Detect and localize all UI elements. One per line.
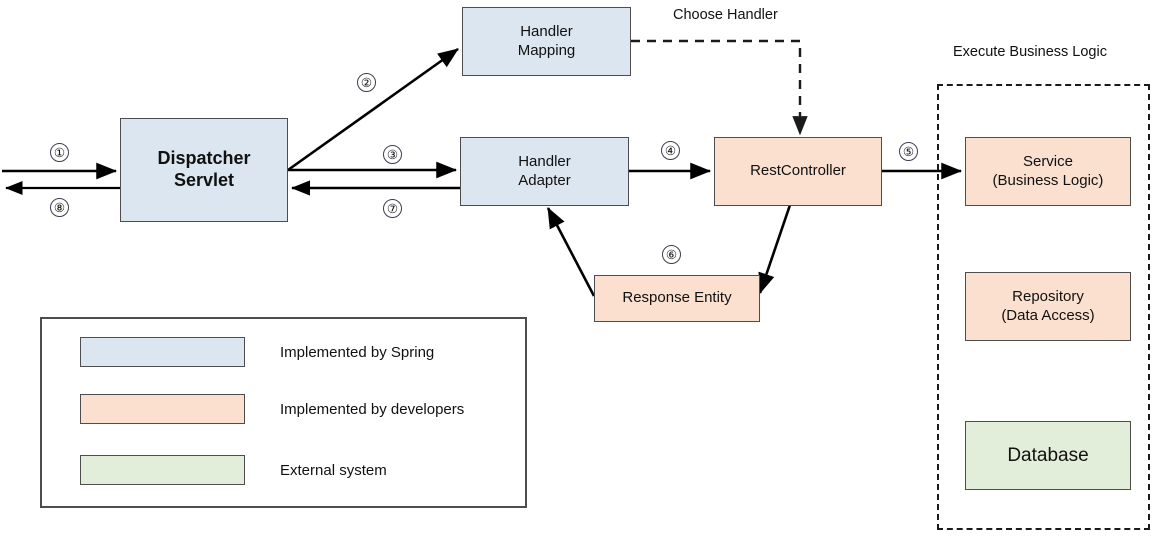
node-handler-mapping[interactable]: Handler Mapping: [462, 7, 631, 76]
legend-label-external: External system: [280, 461, 387, 479]
label-execute-business-logic: Execute Business Logic: [953, 44, 1107, 60]
step-badge-5: ⑤: [899, 142, 918, 161]
group-execute-business-logic: [937, 84, 1150, 530]
node-repository[interactable]: Repository (Data Access): [965, 272, 1131, 341]
arrow-step-6-out: [758, 204, 792, 294]
legend-item-developers: Implemented by developers: [80, 394, 464, 424]
step-badge-2: ②: [357, 73, 376, 92]
node-database[interactable]: Database: [965, 421, 1131, 490]
arrow-step-2: [287, 47, 459, 172]
node-service[interactable]: Service (Business Logic): [965, 137, 1131, 206]
legend-label-spring: Implemented by Spring: [280, 343, 435, 361]
label-choose-handler: Choose Handler: [673, 7, 778, 23]
node-rest-controller[interactable]: RestController: [714, 137, 882, 206]
node-response-entity[interactable]: Response Entity: [594, 275, 760, 322]
step-badge-4: ④: [661, 141, 680, 160]
node-dispatcher-servlet[interactable]: Dispatcher Servlet: [120, 118, 288, 222]
legend-item-external: External system: [80, 455, 387, 485]
arrow-response-to-adapter: [546, 207, 596, 297]
legend-label-developers: Implemented by developers: [280, 400, 465, 418]
step-badge-1: ①: [50, 143, 69, 162]
step-badge-7: ⑦: [383, 199, 402, 218]
legend-swatch-external: [80, 455, 245, 485]
legend-swatch-developers: [80, 394, 245, 424]
legend-swatch-spring: [80, 337, 245, 367]
legend-item-spring: Implemented by Spring: [80, 337, 434, 367]
dashed-choose-handler: [631, 39, 808, 136]
step-badge-8: ⑧: [50, 198, 69, 217]
step-badge-3: ③: [383, 145, 402, 164]
node-handler-adapter[interactable]: Handler Adapter: [460, 137, 629, 206]
step-badge-6: ⑥: [662, 245, 681, 264]
